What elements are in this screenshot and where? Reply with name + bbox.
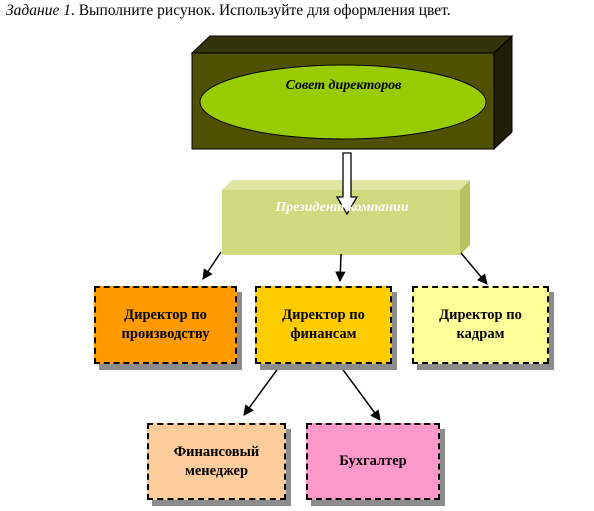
president-block-side — [460, 180, 470, 255]
arrow-to-finmanager — [243, 366, 280, 416]
board-ellipse — [199, 64, 487, 140]
hollow-down-arrow — [335, 152, 359, 216]
arrow-to-accountant — [340, 366, 381, 421]
board-block-top — [190, 35, 514, 54]
president-title: Президент компании — [275, 200, 409, 215]
arrow-to-hr — [460, 252, 488, 285]
accountant-box: Бухгалтер — [306, 423, 440, 500]
board-block-side — [493, 34, 513, 151]
task-text: . Выполните рисунок. Используйте для офо… — [70, 2, 451, 19]
director-production-box: Директор по производству — [94, 286, 237, 364]
arrow-to-production — [202, 251, 222, 280]
board-title: Совет директоров — [285, 78, 402, 93]
arrow-to-finance — [335, 253, 346, 283]
director-production-label: Директор по производству — [121, 307, 210, 342]
task-label: Задание 1 — [6, 2, 71, 19]
director-finance-box: Директор по финансам — [255, 286, 392, 364]
financial-manager-label: Финансовый менеджер — [173, 443, 260, 479]
board-block — [190, 34, 514, 151]
director-hr-box: Директор по кадрам — [412, 286, 549, 364]
director-hr-label: Директор по кадрам — [439, 307, 522, 342]
financial-manager-box: Финансовый менеджер — [147, 423, 286, 500]
accountant-label: Бухгалтер — [339, 453, 407, 469]
director-finance-label: Директор по финансам — [282, 307, 365, 342]
task-instruction: Задание 1. Выполните рисунок. Используйт… — [6, 2, 591, 20]
